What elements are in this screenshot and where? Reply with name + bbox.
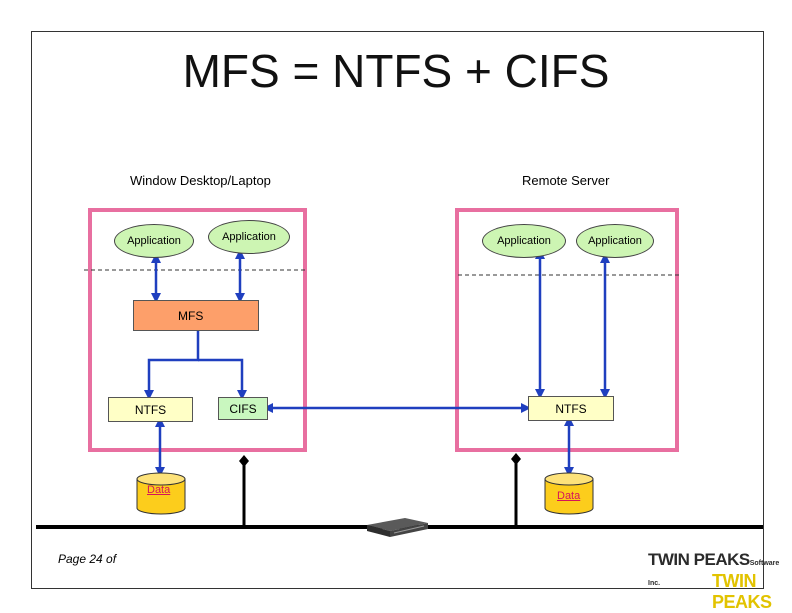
logo-suffix-text: Software Inc. [648, 560, 780, 587]
right-ntfs-box: NTFS [528, 396, 614, 421]
left-application-1: Application [114, 224, 194, 258]
mfs-box: MFS [133, 300, 259, 331]
twin-peaks-logo: TWIN PEAKSSoftware Inc. [648, 550, 792, 590]
left-panel-border [88, 208, 307, 452]
right-data-label: Data [557, 490, 581, 502]
left-data-label: Data [147, 484, 171, 496]
page-number: Page 24 of [58, 552, 117, 566]
right-application-1: Application [482, 224, 566, 258]
left-network-connector [239, 455, 249, 467]
right-network-connector [511, 453, 521, 465]
mfs-to-cifs-arrow [198, 358, 247, 400]
left-data-cylinder-icon [136, 472, 186, 515]
logo-main-text: TWIN PEAKS [648, 550, 750, 569]
slide-title: MFS = NTFS + CIFS [182, 45, 610, 97]
mfs-to-ntfs-arrow [144, 331, 200, 400]
left-application-2: Application [208, 220, 290, 254]
network-switch-icon [367, 518, 428, 537]
twin-peaks-logo-secondary: TWIN PEAKS [712, 571, 772, 612]
right-data-cylinder-icon [544, 472, 594, 515]
left-panel-heading: Window Desktop/Laptop [130, 173, 271, 188]
left-ntfs-box: NTFS [108, 397, 193, 422]
right-application-2: Application [576, 224, 654, 258]
slide-frame [31, 31, 764, 589]
right-panel-heading: Remote Server [522, 173, 610, 188]
cifs-box: CIFS [218, 397, 268, 420]
